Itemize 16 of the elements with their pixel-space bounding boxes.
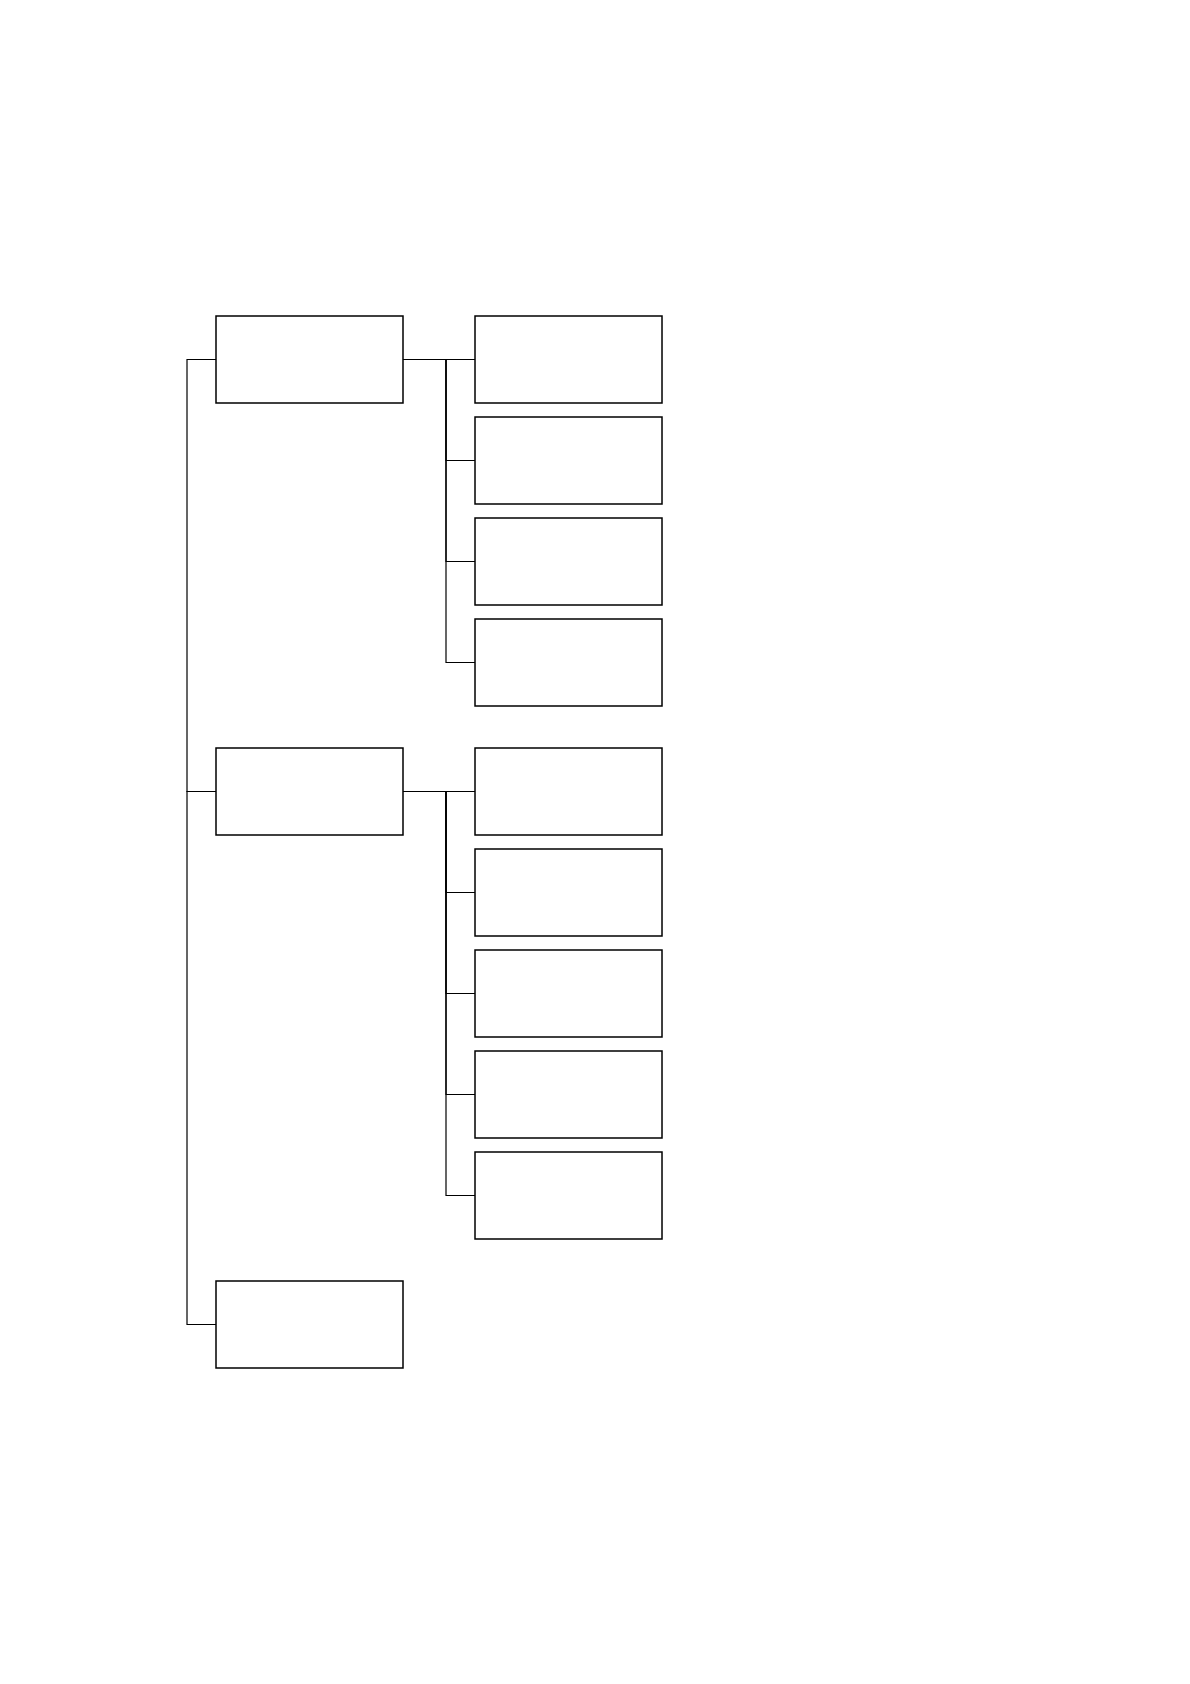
connector-line bbox=[186, 358, 217, 793]
connector-line bbox=[186, 790, 217, 1326]
empty-box bbox=[474, 315, 663, 404]
empty-box bbox=[474, 848, 663, 937]
connector-line bbox=[402, 358, 476, 664]
empty-box bbox=[474, 517, 663, 606]
empty-box bbox=[474, 1050, 663, 1139]
empty-box bbox=[474, 949, 663, 1038]
empty-box bbox=[474, 1151, 663, 1240]
connector-line bbox=[402, 790, 476, 1197]
empty-box bbox=[215, 747, 404, 836]
empty-box bbox=[474, 416, 663, 505]
empty-box bbox=[474, 747, 663, 836]
empty-box bbox=[474, 618, 663, 707]
empty-box bbox=[215, 1280, 404, 1369]
empty-box bbox=[215, 315, 404, 404]
